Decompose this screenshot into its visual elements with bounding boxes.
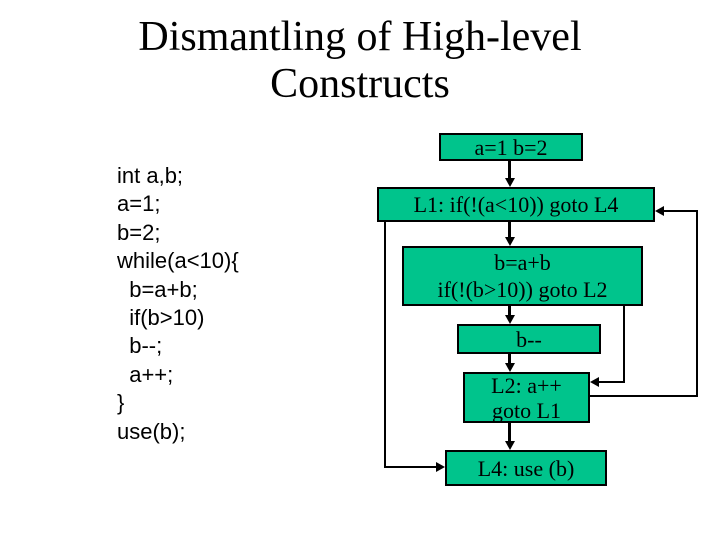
flow-node-text: L1: if(!(a<10)) goto L4 [413, 192, 619, 217]
flow-node-text: L2: a++ [491, 372, 562, 398]
code-line: a++; [117, 361, 174, 387]
flow-node-l2: L2: a++ goto L1 [463, 372, 590, 423]
edge-goto-l2-horizontal [597, 381, 625, 383]
edge-goto-l1-horizontal [663, 210, 698, 212]
flow-node-text: b=a+b [494, 250, 551, 275]
edge-goto-l1-out [590, 395, 698, 397]
flow-node-text: if(!(b>10)) goto L2 [437, 277, 608, 302]
code-line: b=a+b; [117, 276, 198, 302]
code-line: a=1; [117, 191, 161, 217]
code-line: int a,b; [117, 163, 184, 188]
slide-title-line-1: Dismantling of High-level [138, 14, 582, 60]
edge-goto-l2-vertical [623, 306, 625, 383]
arrow-left-icon [590, 377, 599, 387]
flow-node-init: a=1 b=2 [439, 133, 583, 161]
arrow-down-icon [505, 315, 515, 324]
code-line: b=2; [117, 219, 161, 245]
flow-node-loop-body: b=a+b if(!(b>10)) goto L2 [402, 246, 643, 306]
edge-l2-to-l4 [508, 423, 511, 443]
flow-node-l4: L4: use (b) [445, 450, 607, 486]
code-line: b--; [117, 333, 163, 359]
edge-goto-l4-vertical [384, 222, 386, 468]
flow-node-text: b-- [516, 326, 542, 352]
edge-goto-l4-horizontal [384, 466, 437, 468]
edge-l1-to-loop-body [508, 222, 511, 239]
flow-node-l1: L1: if(!(a<10)) goto L4 [377, 187, 655, 222]
edge-goto-l1-vertical [696, 210, 698, 397]
arrow-right-icon [436, 462, 445, 472]
arrow-down-icon [505, 178, 515, 187]
arrow-down-icon [505, 441, 515, 450]
code-line: use(b); [117, 418, 186, 444]
arrow-down-icon [505, 237, 515, 246]
slide-title: Dismantling of High-level Constructs [0, 14, 720, 108]
code-line: while(a<10){ [117, 248, 239, 274]
code-line: } [117, 390, 125, 416]
source-code-block: int a,b; a=1; b=2; while(a<10){ b=a+b; i… [117, 162, 239, 446]
arrow-down-icon [505, 363, 515, 372]
flow-node-text: L4: use (b) [477, 455, 575, 481]
code-line: if(b>10) [117, 305, 205, 331]
arrow-left-icon [655, 206, 664, 216]
edge-init-to-l1 [508, 161, 511, 181]
edge-loop-body-to-b-dec [508, 306, 511, 318]
flow-node-b-dec: b-- [457, 324, 601, 354]
flow-node-text: a=1 b=2 [474, 134, 548, 160]
flow-node-text: goto L1 [491, 397, 562, 423]
slide-title-line-2: Constructs [270, 61, 450, 107]
edge-b-dec-to-l2 [508, 354, 511, 366]
